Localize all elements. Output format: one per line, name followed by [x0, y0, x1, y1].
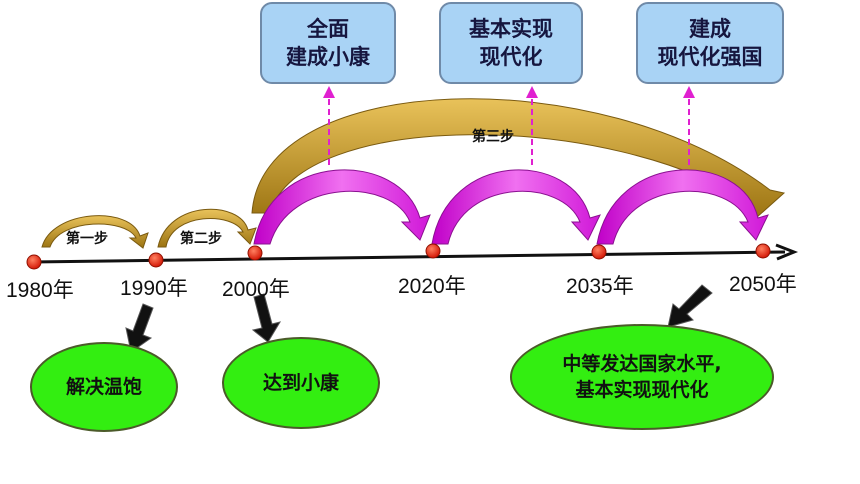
step3-label: 第三步	[472, 129, 514, 145]
arc-2035-2050	[596, 169, 769, 245]
arc-2000-2020	[253, 169, 431, 245]
achievement-2050-line2: 基本实现现代化	[575, 379, 709, 401]
year-1990: 1990年	[120, 277, 188, 300]
milestone-1980	[26, 254, 42, 270]
milestone-1990	[148, 252, 164, 268]
milestone-2050	[755, 243, 771, 259]
step1-label: 第一步	[66, 231, 108, 247]
milestone-2020	[425, 243, 441, 259]
year-1980: 1980年	[6, 279, 74, 302]
achievement-2000-text: 达到小康	[262, 372, 339, 394]
goal-box-2050: 建成 现代化强国	[636, 2, 784, 84]
timeline-axis	[31, 250, 786, 264]
goal-2050-line1: 建成	[689, 17, 731, 41]
year-2035: 2035年	[566, 275, 634, 298]
milestone-2000	[247, 245, 263, 261]
connector-2035-arrowhead	[526, 86, 538, 98]
connector-2020-arrowhead	[323, 86, 335, 98]
milestone-2035	[591, 244, 607, 260]
arrow-2050-achievement	[667, 284, 713, 328]
achievement-1990: 解决温饱	[30, 342, 178, 432]
year-2050: 2050年	[729, 273, 797, 296]
goal-box-2035: 基本实现 现代化	[439, 2, 583, 84]
achievement-2050-line1: 中等发达国家水平,	[562, 353, 722, 375]
achievement-1990-text: 解决温饱	[65, 376, 142, 398]
goal-2050-line2: 现代化强国	[657, 45, 763, 69]
step2-arrow	[157, 208, 257, 248]
year-2020: 2020年	[398, 275, 466, 298]
step2-label: 第二步	[180, 231, 222, 247]
arrow-1990-achievement	[125, 303, 154, 353]
connector-2050-arrowhead	[683, 86, 695, 98]
goal-2020-line1: 全面	[307, 17, 349, 41]
step1-arrow	[41, 215, 149, 249]
timeline-arrowhead	[775, 243, 799, 261]
goal-box-2020: 全面 建成小康	[260, 2, 396, 84]
step3-arrow	[251, 98, 786, 219]
goal-2035-line1: 基本实现	[469, 17, 553, 41]
year-2000: 2000年	[222, 278, 290, 301]
goal-2035-line2: 现代化	[479, 45, 543, 69]
arc-2020-2035	[431, 169, 601, 245]
achievement-2050: 中等发达国家水平, 基本实现现代化	[510, 324, 774, 430]
arrow-2000-achievement	[251, 293, 282, 343]
goal-2020-line2: 建成小康	[286, 45, 370, 69]
achievement-2000: 达到小康	[222, 337, 380, 429]
